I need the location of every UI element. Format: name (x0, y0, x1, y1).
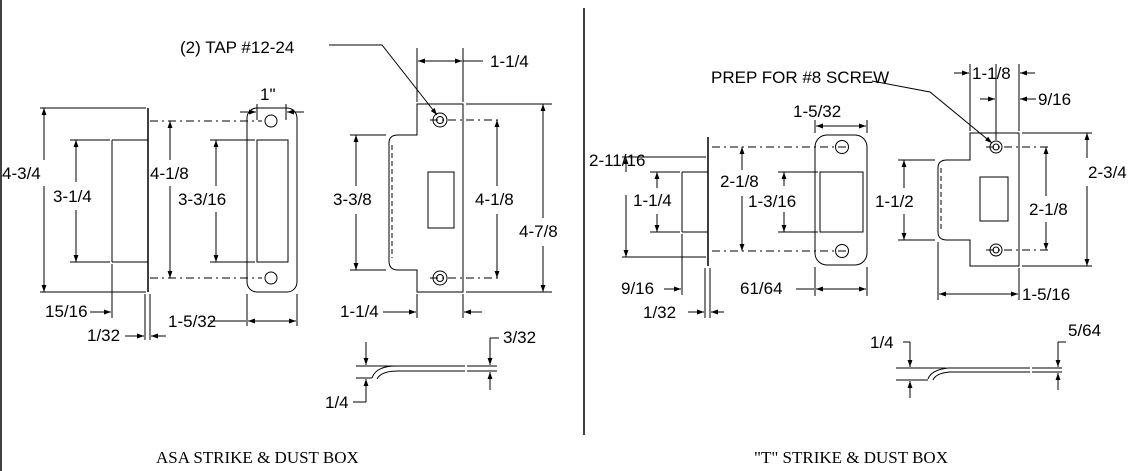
dim-9-16-top: 9/16 (1038, 90, 1071, 109)
tap-label: (2) TAP #12-24 (180, 38, 294, 57)
dim-1-3-16: 1-3/16 (748, 192, 796, 211)
dim-1-1-4-bot: 1-1/4 (340, 302, 379, 321)
left-caption: ASA STRIKE & DUST BOX (156, 448, 359, 467)
dim-1-4-right: 1/4 (870, 333, 894, 352)
dim-1-32: 1/32 (87, 326, 120, 345)
dim-2-1-8-a: 2-1/8 (720, 172, 759, 191)
dim-4-3-4: 4-3/4 (2, 164, 41, 183)
asa-strike-edge-view (353, 337, 499, 403)
dim-1-1-2: 1-1/2 (875, 192, 914, 211)
dim-1-1-4-top: 1-1/4 (490, 52, 529, 71)
dim-1-5-32: 1-5/32 (168, 312, 216, 331)
dim-1-1-8: 1-1/8 (972, 64, 1011, 83)
dim-1-1-4: 1-1/4 (633, 191, 672, 210)
dim-2-1-8-b: 2-1/8 (1029, 200, 1068, 219)
t-strike-front (712, 120, 868, 296)
t-dust-box (622, 137, 724, 318)
dim-61-64: 61/64 (740, 279, 783, 298)
dim-4-1-8-b: 4-1/8 (475, 190, 514, 209)
dim-1-5-32: 1-5/32 (793, 102, 841, 121)
dim-3-3-16: 3-3/16 (178, 190, 226, 209)
dim-2-3-4: 2-3/4 (1088, 163, 1127, 182)
asa-dust-box (40, 107, 166, 340)
dim-4-1-8-a: 4-1/8 (150, 164, 189, 183)
dim-1-32: 1/32 (643, 303, 676, 322)
dim-3-1-4: 3-1/4 (53, 187, 92, 206)
dim-4-7-8: 4-7/8 (519, 222, 558, 241)
asa-strike-front (150, 104, 304, 326)
dim-1in: 1" (260, 85, 276, 104)
dim-9-16-bot: 9/16 (621, 279, 654, 298)
prep-label: PREP FOR #8 SCREW (711, 68, 889, 87)
dim-15-16: 15/16 (45, 302, 88, 321)
dim-5-64: 5/64 (1068, 321, 1101, 340)
dim-1-4: 1/4 (325, 393, 349, 412)
dim-3-32: 3/32 (503, 328, 536, 347)
dim-3-3-8: 3-3/8 (333, 190, 372, 209)
t-strike-edge-view (896, 341, 1066, 398)
right-caption: "T" STRIKE & DUST BOX (754, 448, 948, 467)
t-strike-plate (871, 64, 1092, 300)
asa-strike-plate (329, 44, 552, 318)
dim-1-5-16: 1-5/16 (1022, 285, 1070, 304)
dim-2-11-16: 2-11/16 (589, 151, 645, 170)
